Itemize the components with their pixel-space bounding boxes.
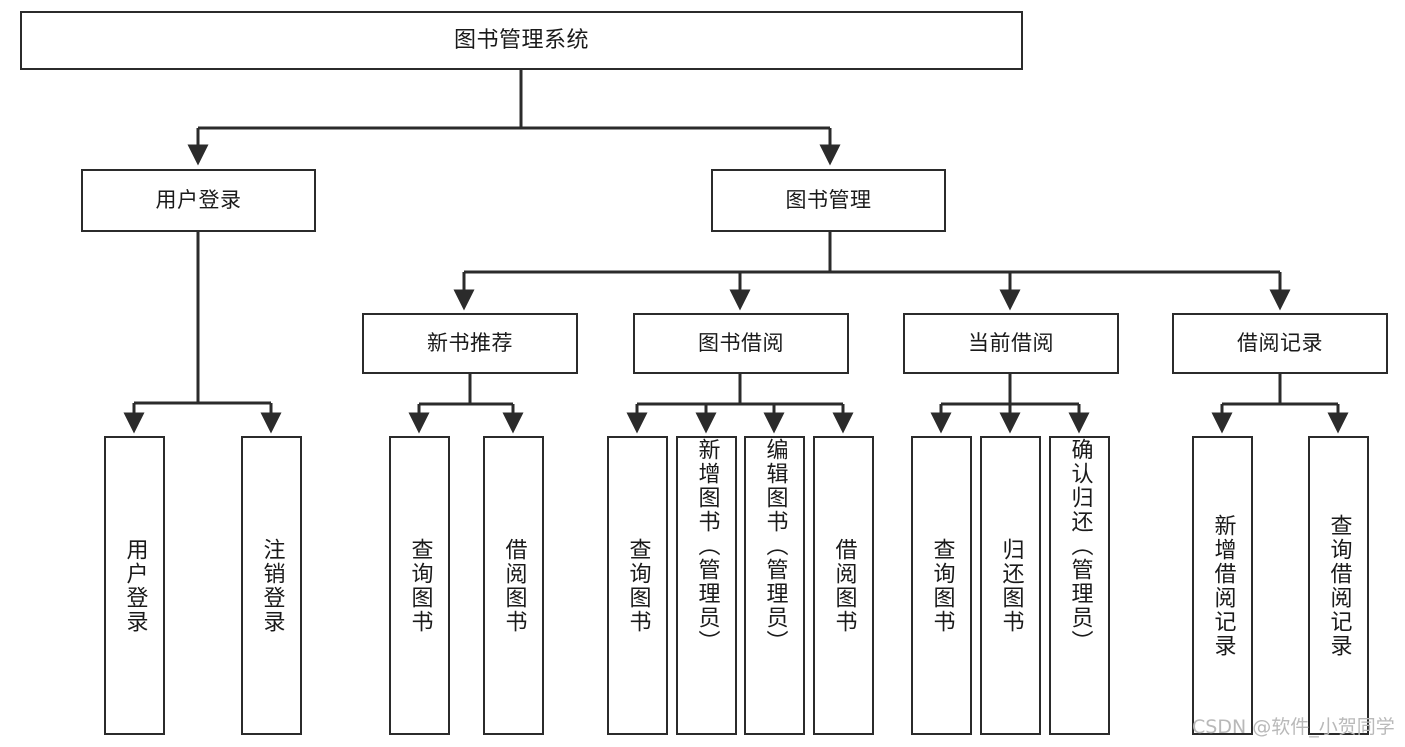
- node-book-management[interactable]: 图书管理: [711, 169, 946, 232]
- node-user-login[interactable]: 用户登录: [81, 169, 316, 232]
- leaf-return-book[interactable]: 归还图书: [980, 436, 1041, 735]
- csdn-watermark: CSDN @软件_小贺同学: [1192, 716, 1395, 738]
- node-book-borrow[interactable]: 图书借阅: [633, 313, 849, 374]
- node-borrow-record[interactable]: 借阅记录: [1172, 313, 1388, 374]
- leaf-query-book-borrow[interactable]: 查询图书: [607, 436, 668, 735]
- node-label: 借阅图书: [501, 537, 527, 634]
- node-label: 归还图书: [998, 537, 1024, 634]
- node-label: 用户登录: [122, 537, 148, 634]
- leaf-query-book-recommend[interactable]: 查询图书: [389, 436, 450, 735]
- node-new-book-recommend[interactable]: 新书推荐: [362, 313, 578, 374]
- leaf-query-borrow-record[interactable]: 查询借阅记录: [1308, 436, 1369, 735]
- leaf-query-book-current[interactable]: 查询图书: [911, 436, 972, 735]
- node-label: 编辑图书（管理员）: [762, 438, 788, 654]
- node-label: 查询图书: [407, 537, 433, 634]
- node-label: 当前借阅: [968, 331, 1054, 356]
- leaf-confirm-return-admin[interactable]: 确认归还（管理员）: [1049, 436, 1110, 735]
- node-label: 查询图书: [929, 537, 955, 634]
- node-label: 查询图书: [625, 537, 651, 634]
- node-label: 注销登录: [259, 537, 285, 634]
- node-label: 新增图书（管理员）: [694, 438, 720, 654]
- node-label: 图书管理: [785, 188, 872, 213]
- leaf-add-book-admin[interactable]: 新增图书（管理员）: [676, 436, 737, 735]
- node-label: 新增借阅记录: [1210, 513, 1236, 658]
- leaf-borrow-book[interactable]: 借阅图书: [813, 436, 874, 735]
- node-label: 图书借阅: [698, 331, 784, 356]
- node-label: 新书推荐: [427, 331, 513, 356]
- leaf-user-login[interactable]: 用户登录: [104, 436, 165, 735]
- node-root-system[interactable]: 图书管理系统: [20, 11, 1023, 70]
- node-label: 查询借阅记录: [1326, 513, 1352, 658]
- node-label: 借阅图书: [831, 537, 857, 634]
- leaf-add-borrow-record[interactable]: 新增借阅记录: [1192, 436, 1253, 735]
- leaf-borrow-book-recommend[interactable]: 借阅图书: [483, 436, 544, 735]
- node-current-borrow[interactable]: 当前借阅: [903, 313, 1119, 374]
- leaf-edit-book-admin[interactable]: 编辑图书（管理员）: [744, 436, 805, 735]
- node-label: 借阅记录: [1237, 331, 1323, 356]
- node-label: 确认归还（管理员）: [1067, 438, 1093, 654]
- leaf-logout-login[interactable]: 注销登录: [241, 436, 302, 735]
- node-label: 图书管理系统: [453, 27, 589, 53]
- node-label: 用户登录: [155, 188, 242, 213]
